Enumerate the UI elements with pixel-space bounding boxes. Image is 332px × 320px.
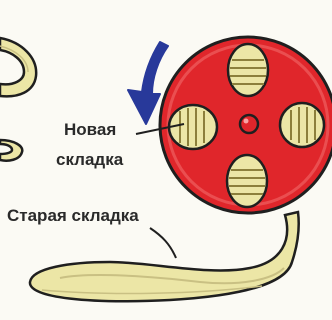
old-fold-pointer: [150, 228, 176, 258]
new-fold-label-line2: складка: [56, 151, 123, 168]
reel-window-bottom: [227, 155, 267, 207]
old-fold-label: Старая складка: [7, 207, 139, 224]
film-reel: [160, 37, 332, 213]
film-strip: [30, 212, 299, 301]
reel-window-top: [228, 44, 268, 96]
reel-window-right: [280, 103, 324, 147]
left-film-coil: [0, 38, 36, 161]
reel-window-left: [169, 105, 217, 149]
new-fold-label-line1: Новая: [64, 121, 116, 138]
reel-hub: [240, 115, 258, 133]
